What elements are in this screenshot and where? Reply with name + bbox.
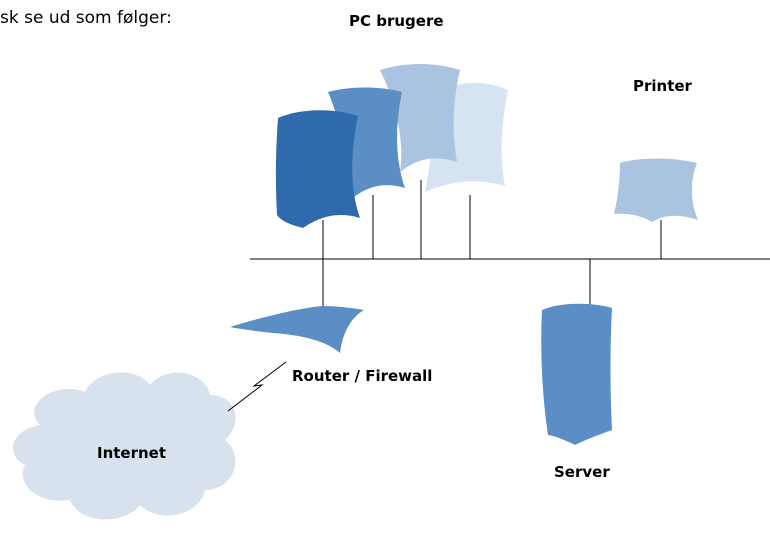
printer-label: Printer [633, 77, 692, 95]
printer-icon [614, 158, 698, 222]
internet-cloud [13, 372, 236, 520]
server-icon [541, 303, 612, 445]
pc-users-label: PC brugere [349, 12, 444, 30]
pc-icon-3 [380, 64, 460, 172]
lightning-link [227, 361, 287, 412]
server-label: Server [554, 463, 610, 481]
router-label: Router / Firewall [292, 367, 433, 385]
router-icon [230, 306, 364, 353]
intro-text: sk se ud som følger: [0, 8, 172, 28]
internet-label: Internet [97, 444, 167, 462]
pc-icon-1 [275, 110, 360, 228]
